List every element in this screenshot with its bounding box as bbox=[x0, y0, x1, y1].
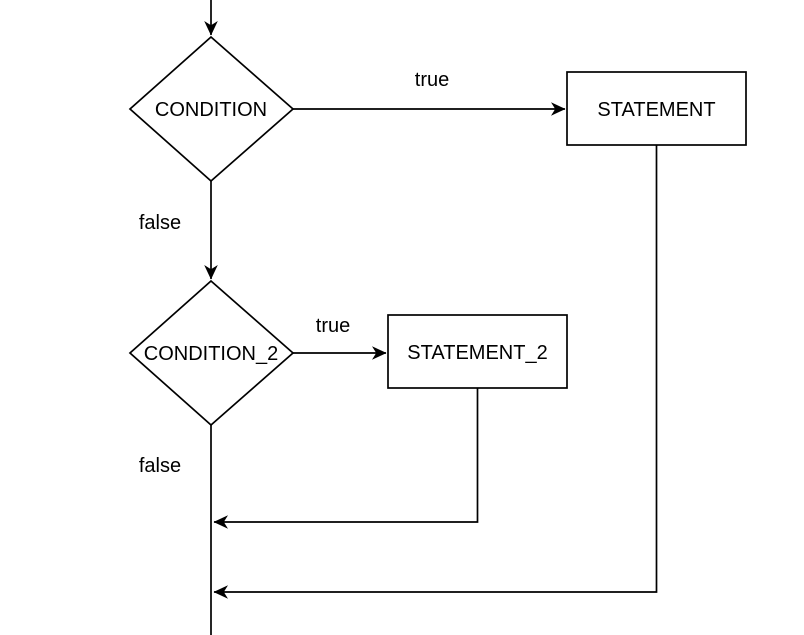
condition2-diamond bbox=[128, 279, 295, 427]
true-label-1: true bbox=[415, 69, 449, 91]
statement2-box bbox=[387, 314, 568, 389]
condition-diamond bbox=[128, 35, 295, 183]
condition2-label: CONDITION_2 bbox=[144, 343, 278, 365]
statement2-label: STATEMENT_2 bbox=[407, 342, 547, 364]
condition-label: CONDITION bbox=[155, 99, 267, 121]
true-label-2: true bbox=[316, 315, 350, 337]
statement-label: STATEMENT bbox=[597, 99, 715, 121]
false-label-1: false bbox=[139, 212, 181, 234]
edge-statement2-return bbox=[213, 388, 479, 529]
edge-statement-return bbox=[213, 145, 658, 599]
statement-box bbox=[566, 71, 747, 146]
false-label-2: false bbox=[139, 455, 181, 477]
